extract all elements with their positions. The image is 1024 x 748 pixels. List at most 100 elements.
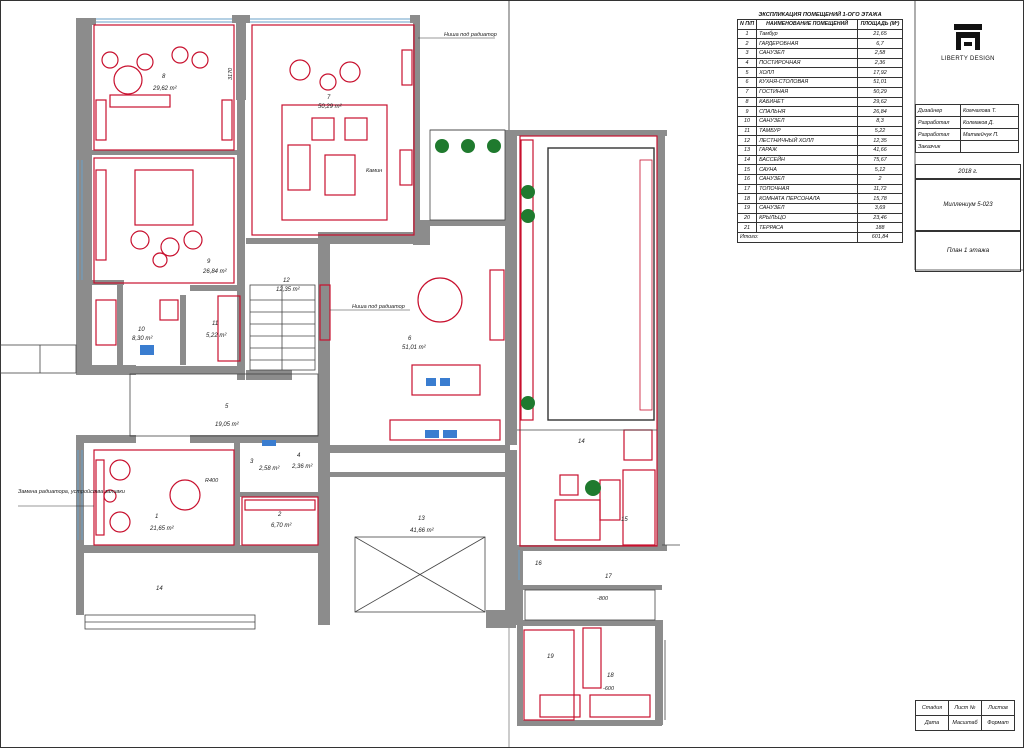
explication-cell-name: СПАЛЬНЯ [756,106,858,117]
explication-cell-area: 29,62 [857,96,903,108]
explication-cell-name: САНУЗЕЛ [756,203,858,214]
explication-cell-name: КАБИНЕТ [756,96,858,108]
explication-cell-num: 13 [736,144,758,156]
room-9-num: 9 [207,259,211,265]
explication-cell-num: 4 [736,57,758,69]
note-fireplace: Камин [366,168,382,174]
room-terrace-num: 14 [156,586,163,592]
explication-cell-area: 12,35 [857,135,903,146]
stamp-year: 2018 г. [915,164,1021,180]
bottom-stamp-sheet-no: Лист № [948,700,982,716]
explication-cell-num: 2 [736,38,758,50]
stamp-project: Миллениум 5-023 [915,178,1021,232]
explication-cell-area: 26,84 [857,106,903,117]
kitchen-fixtures [140,345,457,446]
explication-cell-num: 16 [736,174,758,185]
room-8-area: 29,62 m² [152,86,178,92]
explication-cell-num: 21 [736,222,758,234]
room-9-area: 26,84 m² [202,269,228,275]
plan-notes: Ниша под радиатор Ниша под радиатор Заме… [18,32,615,692]
explication-cell-num: 20 [736,212,758,224]
explication-cell-name: КУХНЯ-СТОЛОВАЯ [756,77,858,88]
explication-cell-name: КОМНАТА ПЕРСОНАЛА [756,193,858,205]
room-1-num: 1 [155,514,158,520]
explication-cell-num: 19 [736,203,758,214]
room-5-area: 19,05 m² [215,422,240,428]
explication-table: ЭКСПЛИКАЦИЯ ПОМЕЩЕНИЙ 1-ОГО ЭТАЖА N П/П … [736,12,903,243]
explication-cell-area: 5,22 [857,125,903,137]
explication-cell-area: 11,72 [857,183,903,195]
explication-cell-name: БАССЕЙН [756,154,858,166]
explication-cell-num: 18 [736,193,758,205]
explication-cell-area: 5,12 [857,164,903,175]
room-10-area: 8,30 m² [132,336,153,342]
explication-cell-name: САНУЗЕЛ [756,174,858,185]
drafting-lines [0,129,680,720]
explication-cell-area: 23,46 [857,212,903,224]
explication-cell-name: САНУЗЕЛ [756,48,858,59]
note-radiator-niche-2: Ниша под радиатор [352,304,405,310]
explication-title: ЭКСПЛИКАЦИЯ ПОМЕЩЕНИЙ 1-ОГО ЭТАЖА [758,12,882,18]
bottom-stamp-header-row: Стадия Лист № Листов [915,700,1015,716]
bottom-stamp-scale: Масштаб [948,715,982,731]
explication-cell-num: 17 [736,183,758,195]
explication-cell-num: 14 [736,154,758,166]
explication-cell-name: ХОЛЛ [756,67,858,79]
stamp-role: Дизайнер [915,104,961,117]
stamp-role: Разработал [915,128,961,141]
bottom-stamp-format: Формат [981,715,1015,731]
bottom-stamp-header-row-2: Дата Масштаб Формат [915,715,1015,731]
explication-cell-num: 15 [736,164,758,175]
explication-cell-name: Тамбур [756,28,858,40]
room-1-area: 21,65 m² [149,526,175,532]
stamp-row: Заказчик [915,140,1019,153]
explication-header-name: НАИМЕНОВАНИЕ ПОМЕЩЕНИЙ [756,19,858,30]
room-13-num: 13 [418,516,425,522]
explication-cell-area: 6,7 [857,38,903,50]
explication-cell-num: 7 [736,86,758,98]
explication-cell-num: 9 [736,106,758,117]
explication-cell-name: ТЕРРАСА [756,222,858,234]
explication-cell-num: 11 [736,125,758,137]
room-2-num: 2 [277,512,282,518]
stamp-person [960,140,1019,153]
explication-cell-name: ГАРАЖ [756,144,858,156]
explication-cell-area: 41,66 [857,144,903,156]
explication-cell-area: 15,78 [857,193,903,205]
room-7-area: 50,29 m² [318,104,343,110]
room-8-num: 8 [162,74,166,80]
walls [76,15,667,726]
bottom-stamp: Стадия Лист № Листов Дата Масштаб Формат [915,700,1015,731]
explication-cell-name: ГАРДЕРОБНАЯ [756,38,858,50]
explication-cell-num: 3 [736,48,758,59]
room-13-area: 41,66 m² [410,528,435,534]
explication-cell-name: ТОПОЧНАЯ [756,183,858,195]
room-10-num: 10 [138,327,145,333]
liberty-design-logo-icon [952,22,984,52]
explication-cell-name: КРЫЛЬЦО [756,212,858,224]
room-4-area: 2,36 m² [291,464,313,470]
room-18-num: 18 [607,673,614,679]
note-level-1: -800 [597,596,609,602]
explication-cell-num: 1 [736,28,758,40]
bottom-stamp-date: Дата [915,715,949,731]
stamp-sheet-title: План 1 этажа [915,230,1021,272]
explication-cell-area: 2,58 [857,48,903,59]
room-3-area: 2,58 m² [258,466,280,472]
room-14-num: 14 [578,439,585,445]
explication-total-value: 601,84 [857,232,903,243]
